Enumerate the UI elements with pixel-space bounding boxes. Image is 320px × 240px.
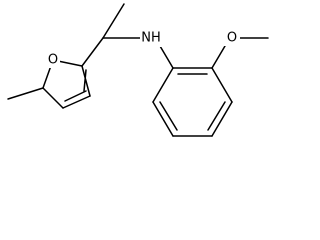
bond-furan-c5-c4 xyxy=(42,87,64,109)
ring-oxygen-mask xyxy=(46,52,60,68)
bonds xyxy=(7,3,269,137)
bond-ch-furan xyxy=(81,37,104,67)
amine-mask xyxy=(140,30,164,47)
bond-benz-5-6-double xyxy=(159,101,178,131)
chemical-structure-diagram: O NH O xyxy=(7,3,269,137)
bond-furan-c3-c2 xyxy=(81,65,91,97)
bond-benz-3-4-double xyxy=(207,101,226,131)
bond-benz-2-3 xyxy=(211,67,233,103)
bond-nh-benzene xyxy=(159,45,174,69)
bond-furan-c2-c3-double xyxy=(83,69,87,92)
bond-benz-3-4 xyxy=(211,101,233,137)
bond-benz-methoxy-o xyxy=(211,45,226,69)
bond-benz-6-1 xyxy=(152,67,174,103)
bond-ch-methyl xyxy=(102,3,125,39)
bond-furan-methyl xyxy=(7,87,44,100)
amine-label: NH xyxy=(141,31,161,46)
bond-furan-c4-c3 xyxy=(62,95,91,109)
bond-furan-c3-c4-double xyxy=(64,90,87,102)
bond-benz-5-6 xyxy=(152,101,174,137)
methoxy-oxygen-mask xyxy=(224,30,240,46)
atom-labels: O NH O xyxy=(46,30,240,68)
methoxy-oxygen-label: O xyxy=(227,31,237,46)
ring-oxygen-label: O xyxy=(48,53,58,68)
